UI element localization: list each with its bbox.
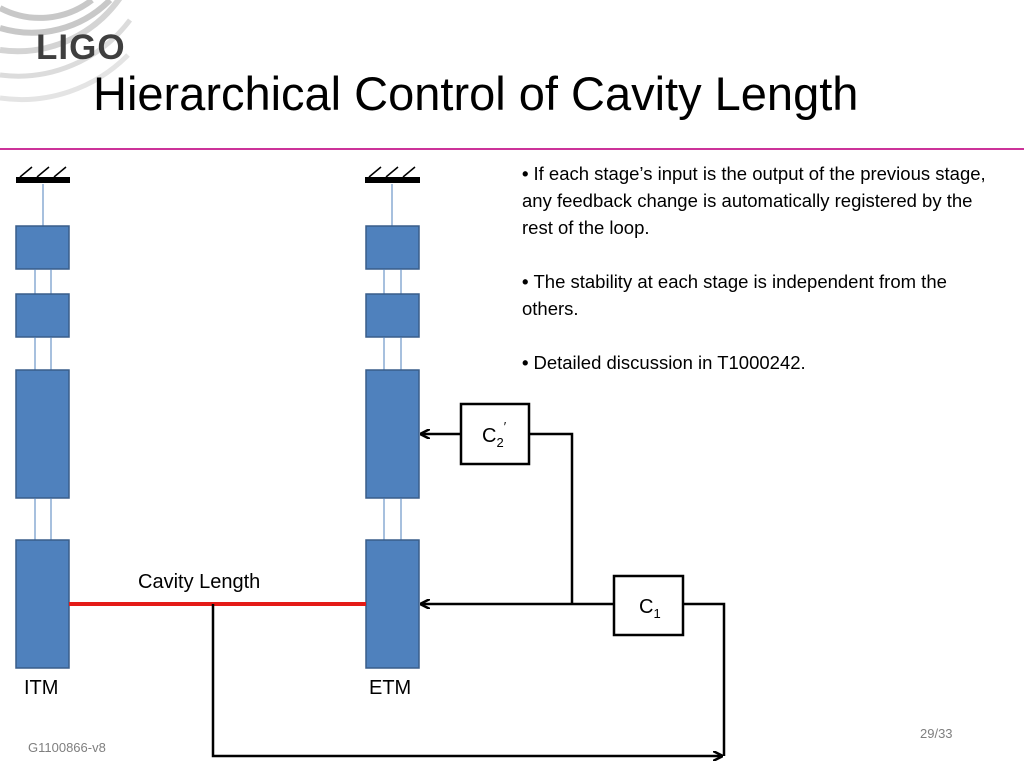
slide-title: Hierarchical Control of Cavity Length: [93, 67, 859, 120]
logo-arc: [0, 53, 130, 103]
etm-suspension: [365, 166, 420, 669]
etm-ground-hatch: [365, 166, 420, 183]
bullet-item: •The stability at each stage is independ…: [522, 271, 947, 319]
logo-arc: [0, 0, 123, 55]
etm-stage-3: [365, 369, 420, 499]
sensor-signal-path: [211, 604, 722, 756]
bullet-list: •If each stage’s input is the output of …: [522, 160, 1002, 403]
bullet-item: •Detailed discussion in T1000242.: [522, 352, 806, 373]
etm-stage-1: [365, 225, 420, 270]
logo-arc: [0, 0, 113, 36]
itm-label: ITM: [24, 677, 58, 699]
itm-stage-2: [15, 293, 70, 338]
c2-label: C2′: [482, 419, 507, 450]
c1-label: C1: [639, 596, 661, 621]
bullet-item: •If each stage’s input is the output of …: [522, 163, 986, 238]
title-divider: [0, 148, 1024, 150]
document-id: G1100866-v8: [28, 740, 106, 755]
bullet-dot: •: [522, 163, 529, 184]
itm-test-mass: [15, 539, 70, 669]
bullet-dot: •: [522, 271, 529, 292]
etm-label: ETM: [369, 677, 411, 699]
itm-suspension: [15, 166, 70, 669]
itm-stage-3: [15, 369, 70, 499]
c1-to-c2-path: [529, 432, 574, 604]
etm-stage-2: [365, 293, 420, 338]
cavity-length-label: Cavity Length: [138, 571, 260, 593]
c1-box: [612, 574, 685, 637]
etm-test-mass: [365, 539, 420, 669]
logo-arcs: [0, 0, 133, 103]
c1-input-path: [683, 602, 726, 756]
logo-arc: [0, 0, 94, 21]
controller-c1: C1: [612, 574, 685, 637]
page-number: 29/33: [920, 726, 953, 741]
ligo-logo: LIGO: [36, 28, 126, 67]
itm-stage-1: [15, 225, 70, 270]
bullet-dot: •: [522, 352, 529, 373]
logo-arc: [0, 18, 133, 79]
controller-c2-prime: C2′: [459, 402, 531, 466]
itm-ground-hatch: [16, 166, 70, 183]
